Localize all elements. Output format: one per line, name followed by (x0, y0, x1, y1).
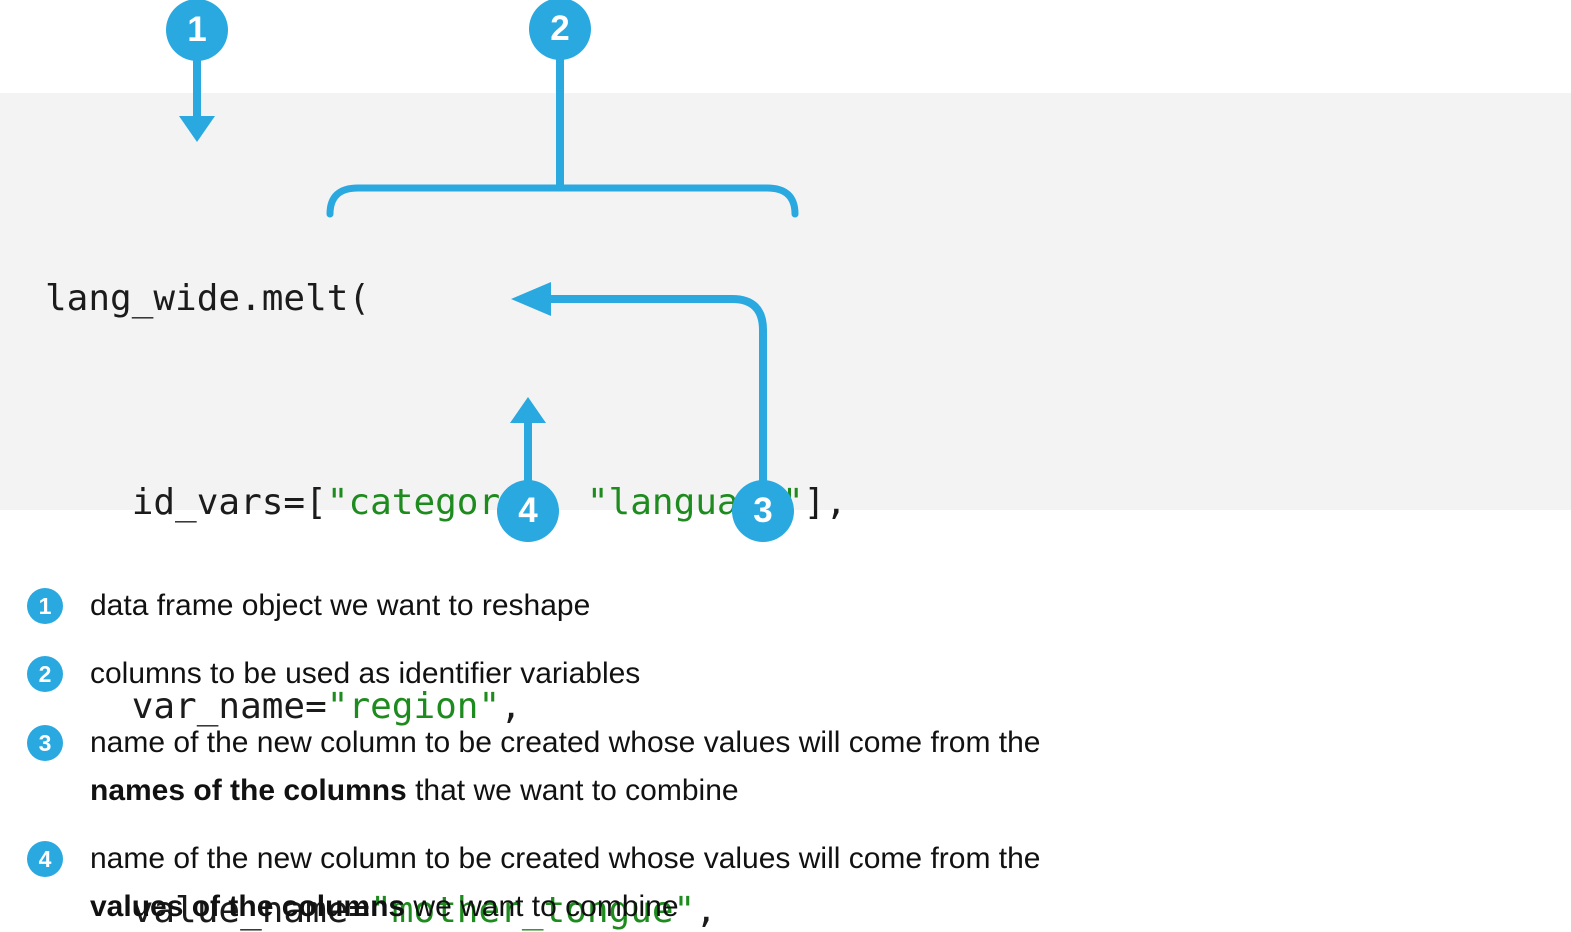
legend-item-4: 4 name of the new column to be created w… (27, 835, 1040, 931)
callout-badge-4: 4 (497, 480, 559, 542)
string-region: "region" (326, 686, 501, 727)
legend-4-rest: we want to combine (405, 890, 679, 923)
legend-badge-1: 1 (27, 588, 63, 624)
code-line-3: var_name="region", (45, 673, 847, 741)
legend-3-rest: that we want to combine (406, 774, 739, 807)
legend-item-2: 2 columns to be used as identifier varia… (27, 650, 640, 698)
line-3-comma: , (500, 686, 522, 727)
legend-badge-4: 4 (27, 841, 63, 877)
line-4-comma: , (695, 890, 717, 931)
legend-text-1: data frame object we want to reshape (90, 589, 591, 622)
legend-text-2: columns to be used as identifier variabl… (90, 657, 641, 690)
legend-4-bold: values of the columns (90, 890, 406, 923)
legend-item-3: 3 name of the new column to be created w… (27, 719, 1040, 815)
code-line-4: value_name="mother_tongue", (45, 877, 847, 932)
legend-text-3: name of the new column to be created who… (90, 719, 1040, 815)
legend-3-line1: name of the new column to be created who… (90, 726, 1041, 759)
legend-badge-2: 2 (27, 656, 63, 692)
id-vars-keyword: id_vars=[ (45, 482, 327, 523)
code-line-1: lang_wide.melt( (45, 265, 847, 333)
legend-badge-3: 3 (27, 725, 63, 761)
var-name-keyword: var_name= (45, 686, 327, 727)
code-call-expression: lang_wide.melt( (45, 278, 371, 319)
callout-badge-2: 2 (529, 0, 591, 60)
legend-text-4: name of the new column to be created who… (90, 835, 1040, 931)
code-line-2: id_vars=["category", "language"], (45, 469, 847, 537)
callout-badge-3: 3 (732, 480, 794, 542)
string-mother-tongue: "mother_tongue" (370, 890, 696, 931)
value-name-keyword: value_name= (45, 890, 371, 931)
callout-badge-1: 1 (166, 0, 228, 61)
list-close: ], (803, 482, 847, 523)
code-background-band (0, 93, 1571, 510)
legend-item-1: 1 data frame object we want to reshape (27, 582, 590, 630)
legend-3-bold: names of the columns (90, 774, 407, 807)
legend-4-line1: name of the new column to be created who… (90, 842, 1041, 875)
